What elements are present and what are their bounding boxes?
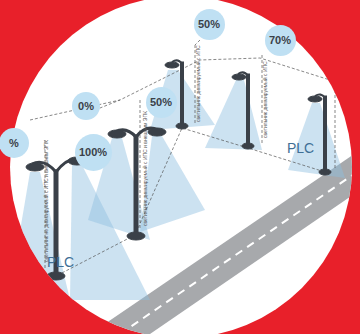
percent-value: 0% (78, 100, 94, 112)
percent-value: 100% (79, 146, 107, 158)
lamp-caption: светильник диммируемый с ИПС (263, 61, 268, 138)
plc-label: PLC (287, 140, 314, 156)
dashed-guides (20, 40, 335, 300)
lamp-caption: светильник не диммируемый с ИПС и внешни… (44, 140, 49, 262)
lamp-caption: светильник диммируемый с ИПС и внешним Э… (143, 111, 148, 226)
plc-label: PLC (47, 254, 74, 270)
percent-bubble: 50% (146, 87, 177, 118)
percent-value: 50% (198, 18, 220, 30)
percent-value: 50% (150, 96, 172, 108)
lamp-caption: светильник диммируемый с ИПС (196, 45, 201, 122)
percent-bubble: 70% (265, 25, 296, 56)
percent-bubble: 50% (194, 9, 225, 40)
percent-bubble: % (0, 128, 29, 158)
percent-bubble: 0% (72, 92, 100, 120)
street-lamps (26, 60, 331, 280)
percent-value: % (9, 137, 19, 149)
light-cones (10, 70, 345, 300)
percent-bubble: 100% (75, 134, 112, 171)
percent-value: 70% (269, 34, 291, 46)
